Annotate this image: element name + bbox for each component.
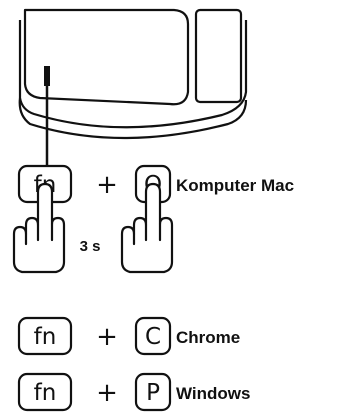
plus-sign: + [96, 170, 118, 200]
windows-label: Windows [176, 384, 250, 403]
chrome-label: Chrome [176, 328, 240, 347]
fn-key-label: fn [34, 324, 57, 350]
plus-sign: + [96, 322, 118, 352]
finger-press-icon [12, 182, 66, 274]
plus-sign: + [96, 378, 118, 408]
combo-chrome-row: fn + C Chrome [17, 316, 240, 356]
keyboard-top-icon [18, 8, 248, 140]
hold-duration: 3 s [80, 238, 101, 255]
mac-label: Komputer Mac [176, 176, 294, 195]
fn-key-label: fn [34, 380, 57, 406]
fn-key [17, 316, 73, 356]
fn-location-indicator [44, 66, 50, 173]
fn-key [17, 372, 73, 412]
p-key [134, 372, 172, 412]
c-key-label: C [145, 324, 161, 350]
p-key-label: P [146, 380, 160, 406]
combo-windows-row: fn + P Windows [17, 372, 250, 412]
finger-press-icon [120, 182, 174, 274]
c-key [134, 316, 172, 356]
